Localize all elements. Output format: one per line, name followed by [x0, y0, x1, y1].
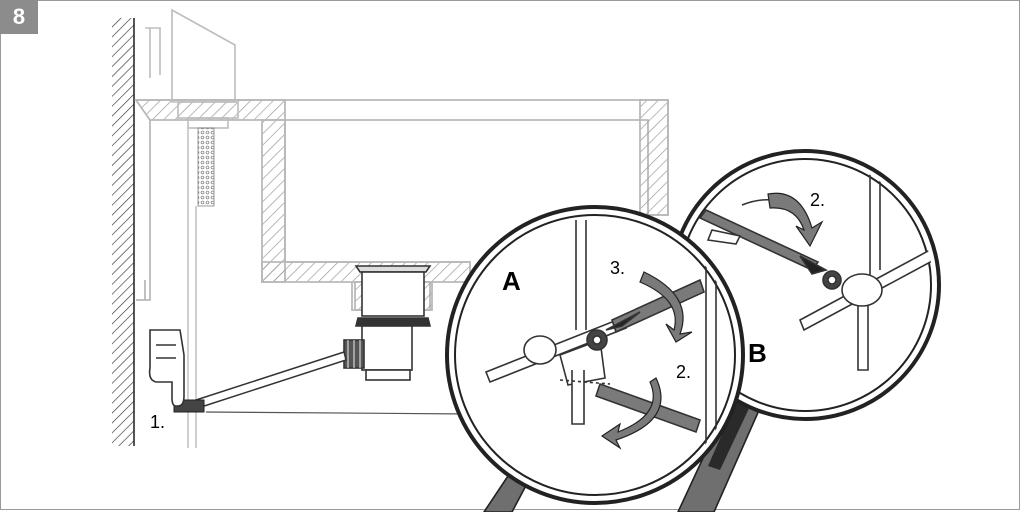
flexible-hose — [197, 127, 215, 207]
detail-b-letter: B — [748, 338, 767, 368]
detail-a-magnifier: 3. 2. A — [445, 205, 745, 512]
popup-waste — [343, 265, 432, 381]
step-number-badge: 8 — [0, 0, 38, 34]
wall — [112, 18, 135, 446]
detail-a-step-3-label: 3. — [610, 258, 625, 278]
step-1-label: 1. — [150, 412, 165, 432]
hand-icon — [148, 329, 185, 407]
faucet — [145, 8, 239, 129]
control-rod — [173, 351, 471, 415]
detail-b-step-2-label: 2. — [810, 190, 825, 210]
detail-a-letter: A — [502, 266, 521, 296]
detail-b-magnifier: 2. B — [669, 149, 941, 512]
detail-a-step-2-label: 2. — [676, 362, 691, 382]
